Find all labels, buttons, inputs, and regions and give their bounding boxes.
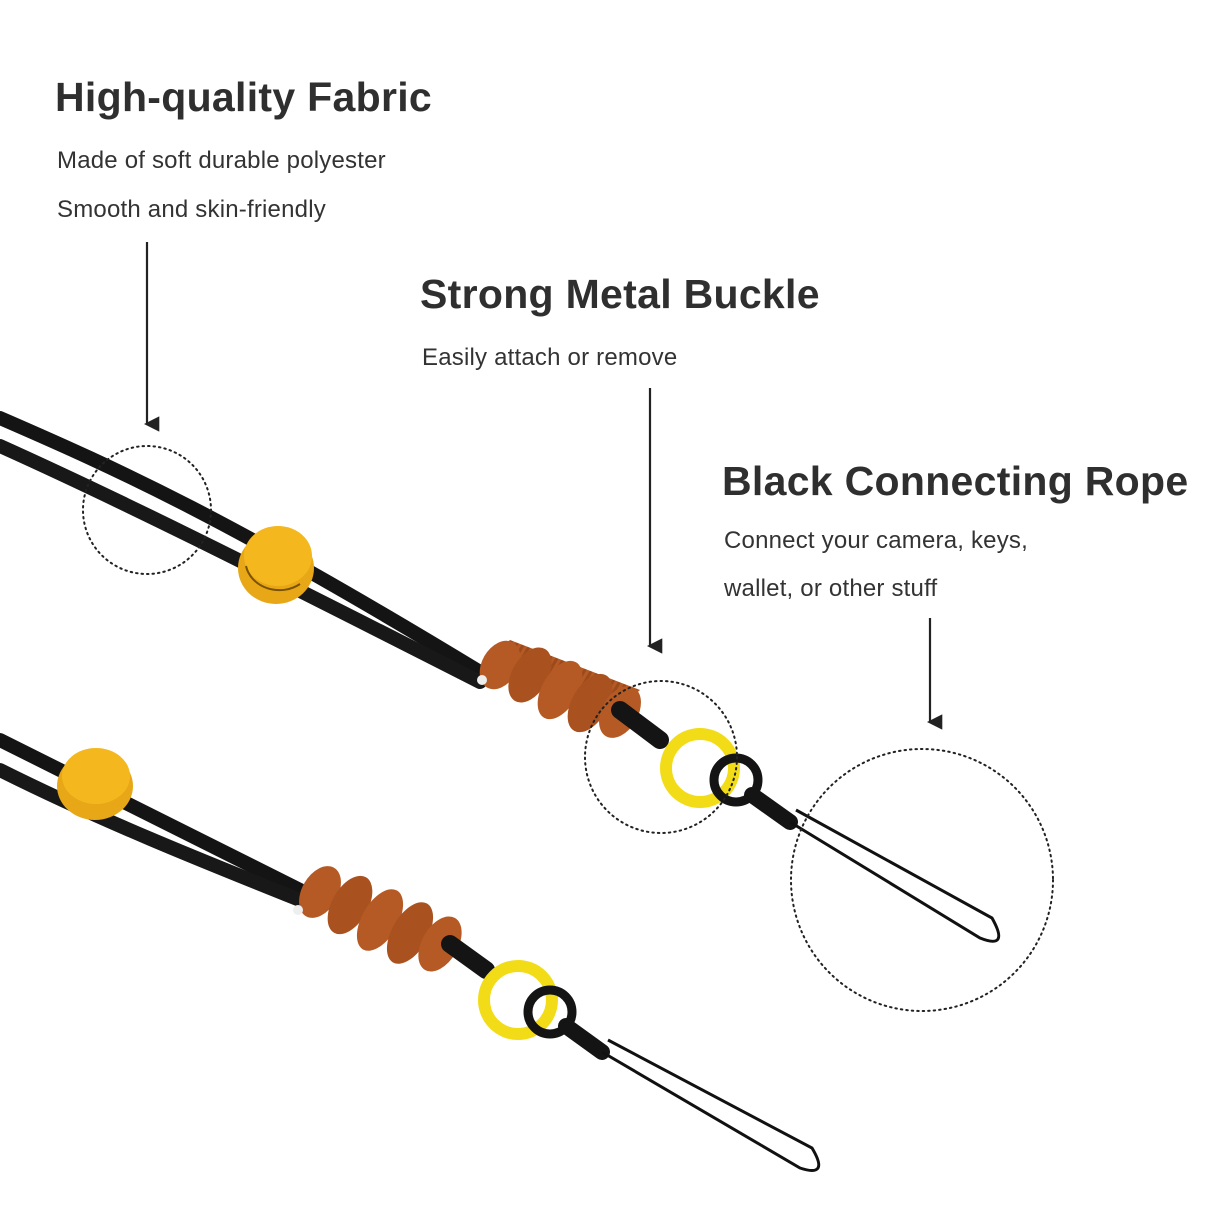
- wrapped-knot: [477, 640, 669, 749]
- callout-buckle: [584, 388, 738, 834]
- feature-line: wallet, or other stuff: [724, 575, 938, 602]
- cord-stopper-icon: [57, 748, 133, 820]
- rubber-ring-icon: [523, 985, 577, 1039]
- cord-stopper-icon: [238, 526, 314, 604]
- feature-title-fabric: High-quality Fabric: [55, 74, 433, 120]
- lanyard-lower: [0, 733, 821, 1172]
- callout-rope: [790, 618, 1054, 1012]
- feature-line: Smooth and skin-friendly: [57, 196, 326, 223]
- spring-ring-icon: [660, 728, 740, 808]
- feature-line: Made of soft durable polyester: [57, 147, 386, 174]
- spring-ring-icon: [478, 960, 558, 1040]
- callout-fabric: [82, 242, 212, 575]
- lanyard-upper: [0, 411, 1001, 943]
- dotted-circle-highlight: [82, 445, 212, 575]
- feature-line: Easily attach or remove: [422, 344, 678, 371]
- feature-title-rope: Black Connecting Rope: [722, 458, 1189, 504]
- dotted-circle-highlight: [584, 680, 738, 834]
- feature-line: Connect your camera, keys,: [724, 527, 1028, 554]
- feature-title-buckle: Strong Metal Buckle: [420, 271, 820, 317]
- wrapped-knot: [293, 866, 495, 979]
- dotted-circle-highlight: [790, 748, 1054, 1012]
